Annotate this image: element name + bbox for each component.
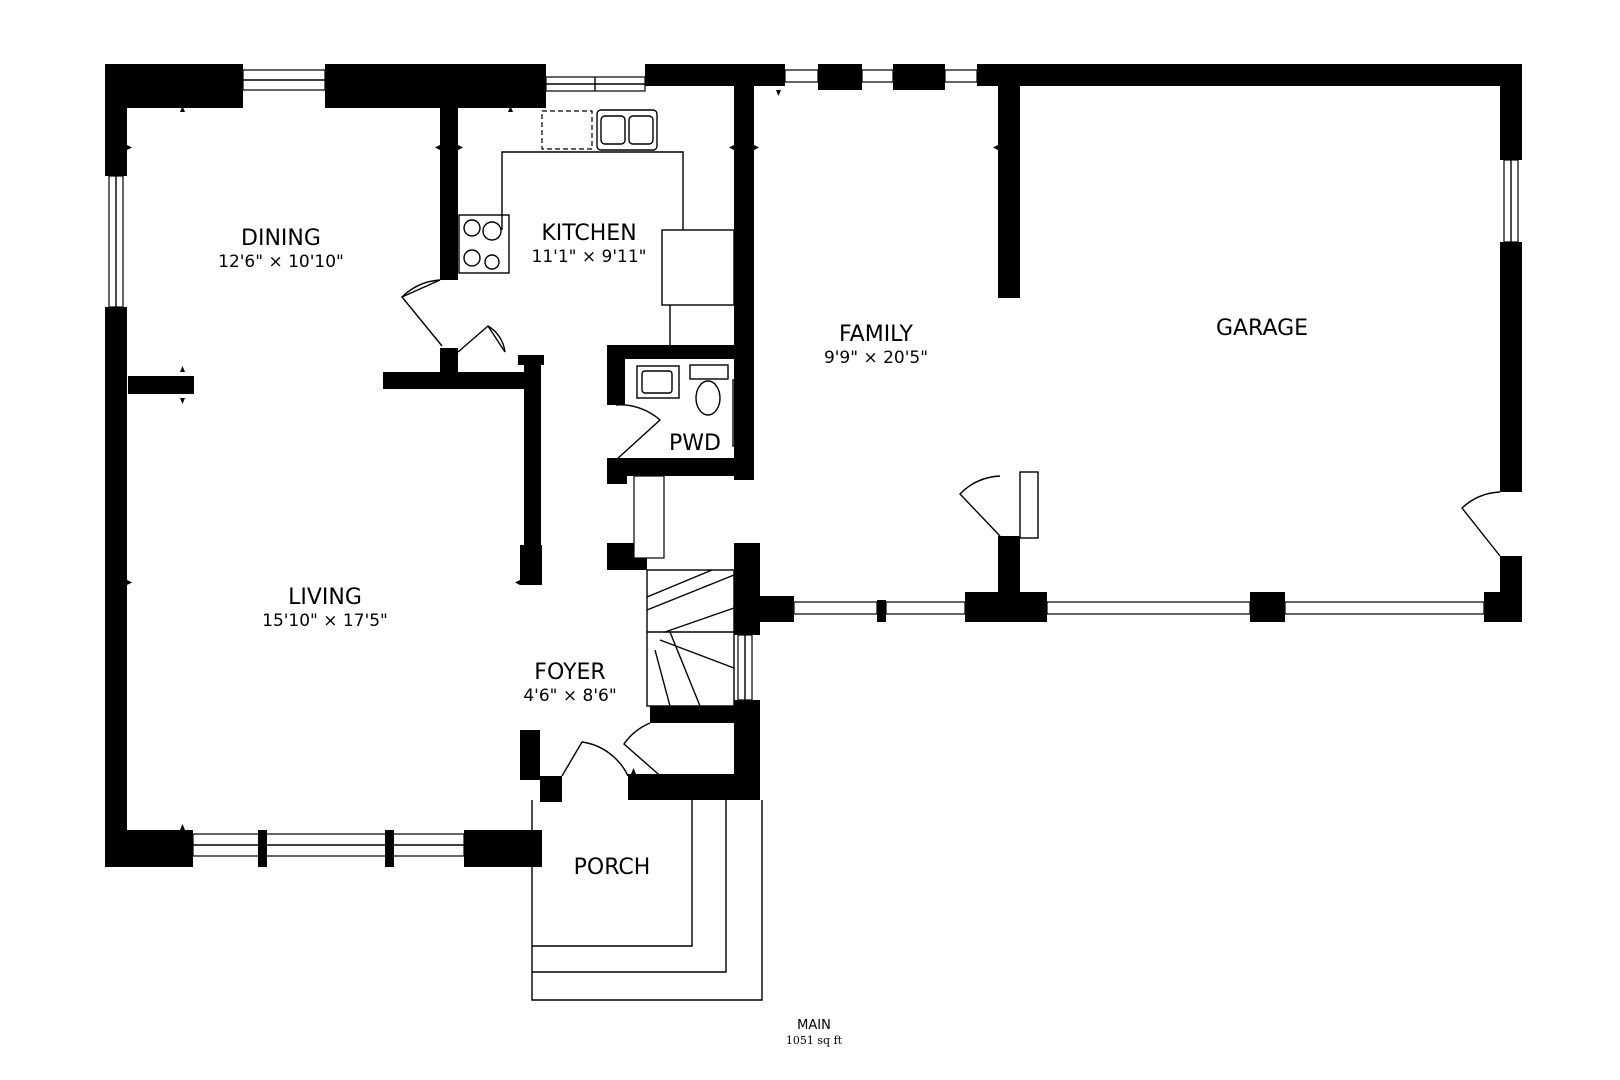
room-label-pwd: PWD — [669, 431, 721, 457]
room-dimensions: 9'9" × 20'5" — [823, 348, 929, 368]
room-name: FAMILY — [839, 322, 913, 347]
room-label-garage: GARAGE — [1216, 316, 1308, 342]
toilet-icon — [689, 364, 729, 416]
porch-steps — [531, 800, 763, 1001]
sink-icon — [596, 109, 658, 151]
floor-label: MAIN 1051 sq ft — [786, 1018, 842, 1048]
room-name: PWD — [669, 431, 721, 456]
windows — [108, 69, 1519, 867]
dimension-markers — [127, 90, 998, 830]
interior-walls — [128, 64, 1020, 802]
room-name: FOYER — [534, 660, 606, 685]
room-name: GARAGE — [1215, 316, 1309, 341]
room-name: PORCH — [573, 855, 651, 880]
room-label-kitchen: KITCHEN 11'1" × 9'11" — [532, 221, 647, 268]
room-name: KITCHEN — [541, 221, 637, 246]
kitchen-fixtures — [458, 109, 735, 345]
room-label-porch: PORCH — [574, 855, 651, 881]
refrigerator-icon — [661, 229, 735, 306]
doors — [400, 279, 1501, 781]
floor-name: MAIN — [797, 1018, 831, 1033]
room-name: DINING — [241, 226, 321, 251]
room-dimensions: 15'10" × 17'5" — [262, 611, 388, 631]
dishwasher-icon — [541, 110, 593, 150]
room-label-family: FAMILY 9'9" × 20'5" — [824, 322, 928, 369]
room-label-foyer: FOYER 4'6" × 8'6" — [523, 660, 616, 707]
room-dimensions: 4'6" × 8'6" — [523, 686, 617, 706]
stove-icon — [458, 214, 510, 274]
floor-area: 1051 sq ft — [785, 1034, 843, 1047]
room-label-living: LIVING 15'10" × 17'5" — [262, 585, 388, 632]
vanity-sink-icon — [636, 365, 680, 399]
room-label-dining: DINING 12'6" × 10'10" — [218, 226, 344, 273]
room-dimensions: 12'6" × 10'10" — [218, 252, 344, 272]
bath-fixtures — [636, 364, 750, 447]
room-name: LIVING — [288, 585, 362, 610]
exterior-walls — [105, 64, 1522, 867]
room-dimensions: 11'1" × 9'11" — [531, 247, 647, 267]
stairs — [646, 569, 735, 707]
